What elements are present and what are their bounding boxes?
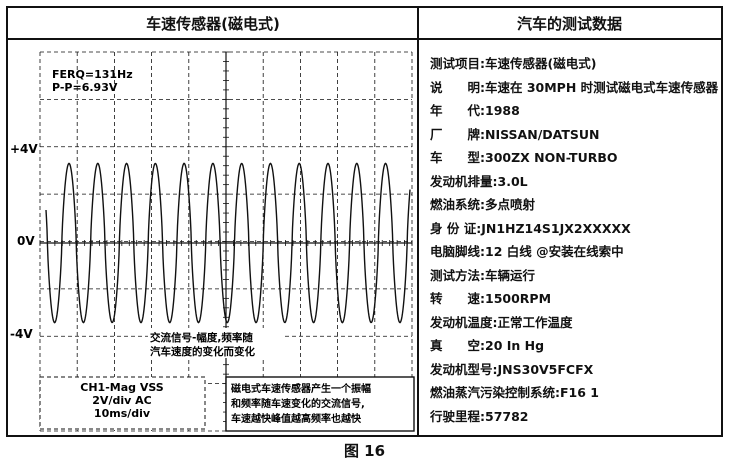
data-row-value: 车速传感器(磁电式): [485, 56, 597, 71]
data-row: 厂 牌:NISSAN/DATSUN: [430, 123, 722, 147]
data-row-key: 发动机排量:: [430, 173, 498, 189]
data-row-value: 正常工作温度: [497, 314, 573, 330]
data-row: 行驶里程:57782: [430, 405, 722, 429]
data-row-key: 测试方法:: [430, 267, 485, 283]
signal-annotation-bg: [148, 328, 282, 358]
y-label-0v: 0V: [17, 234, 35, 248]
frequency-readout: FERQ=131Hz: [52, 68, 133, 81]
header-divider: [8, 38, 721, 40]
channel-name: CH1-Mag VSS: [80, 381, 164, 394]
scope-grid: [39, 51, 413, 432]
data-row-value: 300ZX NON-TURBO: [485, 150, 618, 165]
signal-waveform: [45, 162, 411, 324]
data-row: 测试项目:车速传感器(磁电式): [430, 52, 722, 76]
data-row-value: 多点喷射: [485, 197, 536, 212]
data-row-value: NISSAN/DATSUN: [485, 126, 600, 142]
y-label-plus4v: +4V: [10, 142, 38, 156]
data-row-key: 燃油蒸汽污染控制系统:: [430, 385, 560, 400]
data-row-key: 说 明:: [430, 79, 485, 95]
data-row-value: JN1HZ14S1JX2XXXXX: [481, 220, 631, 236]
data-row: 真 空:20 In Hg: [430, 334, 722, 358]
peak-to-peak-readout: P-P=6.93V: [52, 81, 118, 94]
data-row-key: 真 空:: [430, 338, 485, 353]
data-row: 燃油蒸汽污染控制系统:F16 1: [430, 381, 722, 405]
channel-box: [39, 376, 206, 430]
data-row-value: 3.0L: [497, 173, 528, 189]
data-row-key: 转 速:: [430, 291, 485, 306]
data-row-value: 57782: [485, 408, 529, 424]
data-row: 转 速:1500RPM: [430, 287, 722, 311]
data-row-value: 12 白线 @安装在线索中: [485, 244, 624, 259]
data-row: 发动机排量:3.0L: [430, 170, 722, 194]
column-divider: [417, 8, 419, 435]
scope-title: 车速传感器(磁电式): [146, 14, 280, 33]
data-row: 发动机型号:JNS30V5FCFX: [430, 358, 722, 382]
note-line1: 磁电式车速传感器产生一个振幅: [231, 382, 371, 395]
data-row-key: 发动机型号:: [430, 361, 498, 377]
oscilloscope-screen: FERQ=131Hz P-P=6.93V +4V 0V -4V 交流信号-幅度,…: [10, 51, 415, 432]
data-row-value: F16 1: [560, 385, 599, 400]
data-row: 身 份 证:JN1HZ14S1JX2XXXXX: [430, 217, 722, 241]
data-row-value: 20 In Hg: [485, 338, 545, 353]
note-line3: 车速越快峰值越高频率也越快: [231, 412, 362, 425]
channel-time-div: 10ms/div: [94, 407, 151, 420]
data-row-key: 行驶里程:: [430, 408, 485, 424]
data-row-key: 发动机温度:: [430, 314, 498, 330]
y-label-minus4v: -4V: [10, 327, 33, 341]
data-row-key: 厂 牌:: [430, 126, 485, 142]
data-row-key: 电脑脚线:: [430, 244, 485, 259]
data-row-key: 测试项目:: [430, 56, 485, 71]
data-row: 燃油系统:多点喷射: [430, 193, 722, 217]
data-row-value: 1500RPM: [485, 291, 552, 306]
data-row-key: 年 代:: [430, 103, 485, 118]
data-row: 电脑脚线:12 白线 @安装在线索中: [430, 240, 722, 264]
data-row-value: 车辆运行: [485, 267, 536, 283]
note-line2: 和频率随车速变化的交流信号,: [230, 397, 365, 410]
figure-frame: 车速传感器(磁电式) 汽车的测试数据 FERQ=131Hz P-P=6.93V …: [6, 6, 723, 437]
data-row-key: 车 型:: [430, 150, 485, 165]
figure-caption: 图 16: [343, 442, 386, 460]
data-row-key: 身 份 证:: [430, 220, 482, 236]
data-title: 汽车的测试数据: [516, 14, 622, 33]
test-data-list: 测试项目:车速传感器(磁电式)说 明:车速在 30MPH 时测试磁电式车速传感器…: [430, 52, 722, 428]
data-row: 测试方法:车辆运行: [430, 264, 722, 288]
data-row: 车 型:300ZX NON-TURBO: [430, 146, 722, 170]
data-row-value: 车速在 30MPH 时测试磁电式车速传感器: [485, 79, 719, 95]
data-row-value: 1988: [485, 103, 520, 118]
data-row: 说 明:车速在 30MPH 时测试磁电式车速传感器: [430, 76, 722, 100]
signal-annotation-line2: 汽车速度的变化而变化: [150, 345, 255, 358]
data-row-value: JNS30V5FCFX: [497, 361, 594, 377]
channel-volts-div: 2V/div AC: [92, 394, 151, 407]
note-box: [225, 376, 415, 432]
signal-annotation-line1: 交流信号-幅度,频率随: [150, 331, 253, 344]
data-row: 发动机温度:正常工作温度: [430, 311, 722, 335]
data-row-key: 燃油系统:: [430, 197, 485, 212]
data-row: 年 代:1988: [430, 99, 722, 123]
